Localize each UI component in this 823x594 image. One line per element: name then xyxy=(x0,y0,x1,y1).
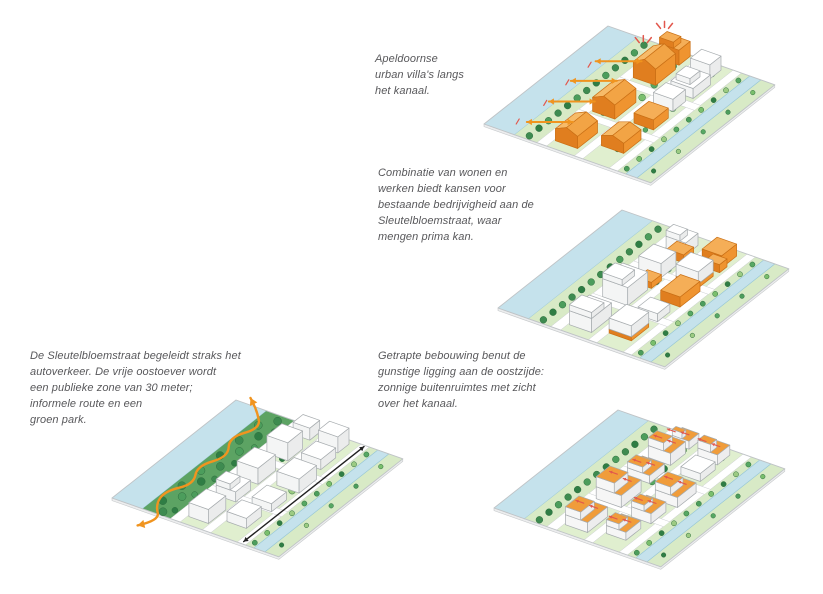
diagram-getrapt-illustration xyxy=(493,409,786,570)
caption-wonen-werken: Combinatie van wonen en werken biedt kan… xyxy=(378,167,534,243)
caption-getrapt: Getrapte bebouwing benut de gunstige lig… xyxy=(378,350,545,410)
diagram-urban-villas-illustration xyxy=(483,20,776,186)
caption-urban-villas: Apeldoornse urban villa's langs het kana… xyxy=(375,53,464,97)
diagram-oostoever-illustration xyxy=(111,396,404,560)
diagram-wonen-werken-illustration xyxy=(497,209,790,370)
caption-oostoever: De Sleutelbloemstraat begeleidt straks h… xyxy=(30,350,241,426)
